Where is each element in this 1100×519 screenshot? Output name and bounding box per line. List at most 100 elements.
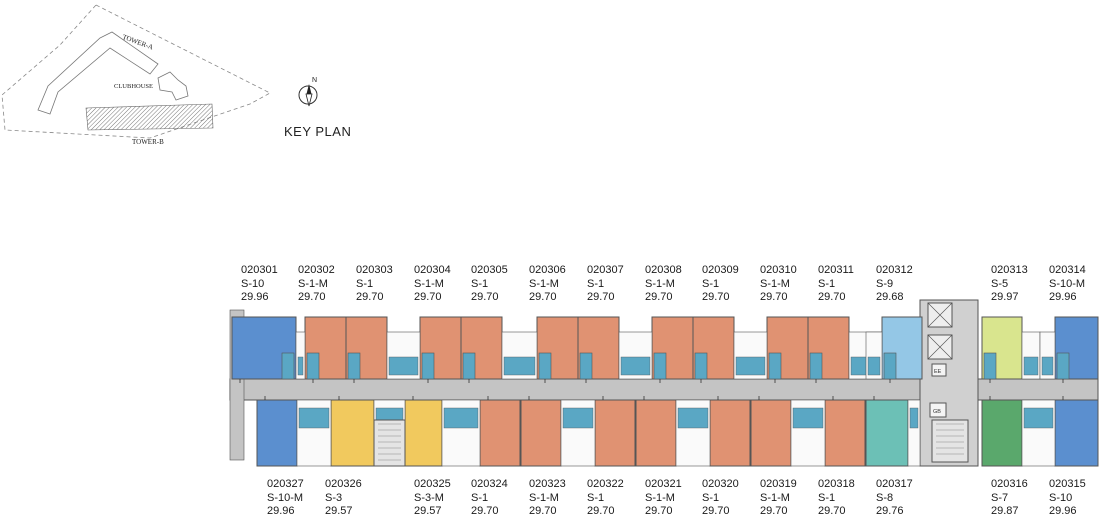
bath-fixture-bottom-3 bbox=[562, 407, 594, 429]
bathroom-020304 bbox=[421, 352, 435, 380]
unit-area: 29.70 bbox=[587, 291, 615, 303]
tower-a-building bbox=[37, 31, 159, 115]
bath-fixture-top-0 bbox=[297, 356, 304, 376]
unit-020317 bbox=[865, 399, 909, 467]
unit-area: 29.87 bbox=[991, 505, 1019, 517]
unit-type: S-1-M bbox=[760, 277, 790, 290]
bath-fixture-top-1 bbox=[388, 356, 419, 376]
unit-area: 29.70 bbox=[298, 291, 326, 303]
unit-area: 29.97 bbox=[991, 291, 1019, 303]
unit-type: S-1-M bbox=[760, 491, 790, 504]
unit-area: 29.68 bbox=[876, 291, 904, 303]
tower-b-building bbox=[85, 103, 214, 131]
unit-id: 020315 bbox=[1049, 478, 1086, 490]
unit-020319 bbox=[750, 399, 792, 467]
bathroom-020306 bbox=[538, 352, 552, 380]
unit-id: 020320 bbox=[702, 478, 739, 490]
bath-fixture-top-8 bbox=[1041, 356, 1054, 376]
unit-id: 020302 bbox=[298, 264, 335, 276]
site-boundary bbox=[1, 4, 271, 139]
corridor bbox=[229, 378, 979, 401]
unit-020323 bbox=[520, 399, 562, 467]
bath-fixture-bottom-5 bbox=[792, 407, 824, 429]
key-plan-title: KEY PLAN bbox=[284, 124, 352, 139]
unit-id: 020324 bbox=[471, 478, 508, 490]
unit-type: S-1 bbox=[587, 277, 605, 290]
unit-id: 020312 bbox=[876, 264, 913, 276]
unit-type: S-3 bbox=[325, 491, 343, 504]
bath-fixture-bottom-0 bbox=[298, 407, 330, 429]
compass-north-icon bbox=[298, 84, 318, 107]
gb-room-label: GB bbox=[933, 409, 941, 415]
unit-020325 bbox=[404, 399, 443, 467]
unit-type: S-3-M bbox=[414, 491, 444, 504]
unit-area: 29.70 bbox=[587, 505, 615, 517]
bathroom-020307 bbox=[579, 352, 593, 380]
compass-n-label: N bbox=[312, 77, 318, 84]
unit-type: S-7 bbox=[991, 491, 1009, 504]
corridor-east bbox=[974, 378, 1099, 401]
unit-id: 020322 bbox=[587, 478, 624, 490]
unit-type: S-10-M bbox=[267, 491, 304, 504]
bathroom-020314 bbox=[1056, 352, 1070, 380]
gb-room bbox=[929, 402, 947, 418]
unit-type: S-1-M bbox=[645, 277, 675, 290]
unit-type: S-1-M bbox=[414, 277, 444, 290]
unit-020326 bbox=[330, 399, 375, 467]
unit-id: 020317 bbox=[876, 478, 913, 490]
shared-wet-area-top-0 bbox=[295, 331, 306, 380]
unit-id: 020304 bbox=[414, 264, 451, 276]
bathroom-020311 bbox=[809, 352, 823, 380]
unit-type: S-1 bbox=[471, 491, 489, 504]
unit-020321 bbox=[635, 399, 677, 467]
unit-area: 29.96 bbox=[1049, 291, 1077, 303]
unit-id: 020321 bbox=[645, 478, 682, 490]
bathroom-020305 bbox=[462, 352, 476, 380]
unit-type: S-1 bbox=[818, 491, 836, 504]
unit-area: 29.70 bbox=[760, 505, 788, 517]
unit-id: 020326 bbox=[325, 478, 362, 490]
unit-type: S-8 bbox=[876, 491, 894, 504]
unit-id: 020319 bbox=[760, 478, 797, 490]
unit-020327 bbox=[256, 399, 298, 467]
unit-id: 020311 bbox=[818, 264, 854, 276]
ee-room-label: EE bbox=[934, 369, 942, 375]
unit-020318 bbox=[824, 399, 866, 467]
bathroom-020301 bbox=[281, 352, 295, 380]
unit-area: 29.96 bbox=[1049, 505, 1077, 517]
unit-type: S-1 bbox=[587, 491, 605, 504]
unit-area: 29.70 bbox=[356, 291, 384, 303]
unit-area: 29.96 bbox=[267, 505, 295, 517]
unit-type: S-1 bbox=[702, 491, 720, 504]
stair-west bbox=[373, 419, 406, 467]
unit-type: S-10 bbox=[1049, 491, 1073, 504]
clubhouse-label: CLUBHOUSE bbox=[114, 83, 154, 90]
unit-type: S-1 bbox=[702, 277, 720, 290]
unit-020324 bbox=[479, 399, 521, 467]
unit-id: 020313 bbox=[991, 264, 1028, 276]
bathroom-020302 bbox=[306, 352, 320, 380]
bath-fixture-top-2 bbox=[503, 356, 536, 376]
unit-area: 29.57 bbox=[414, 505, 442, 517]
unit-020315 bbox=[1054, 399, 1099, 467]
unit-id: 020318 bbox=[818, 478, 855, 490]
unit-id: 020310 bbox=[760, 264, 797, 276]
bathroom-020310 bbox=[768, 352, 782, 380]
bath-fixture-bottom-4 bbox=[677, 407, 709, 429]
unit-id: 020316 bbox=[991, 478, 1028, 490]
bath-fixture-top-7 bbox=[1023, 356, 1039, 376]
unit-type: S-5 bbox=[991, 277, 1009, 290]
unit-020320 bbox=[709, 399, 751, 467]
